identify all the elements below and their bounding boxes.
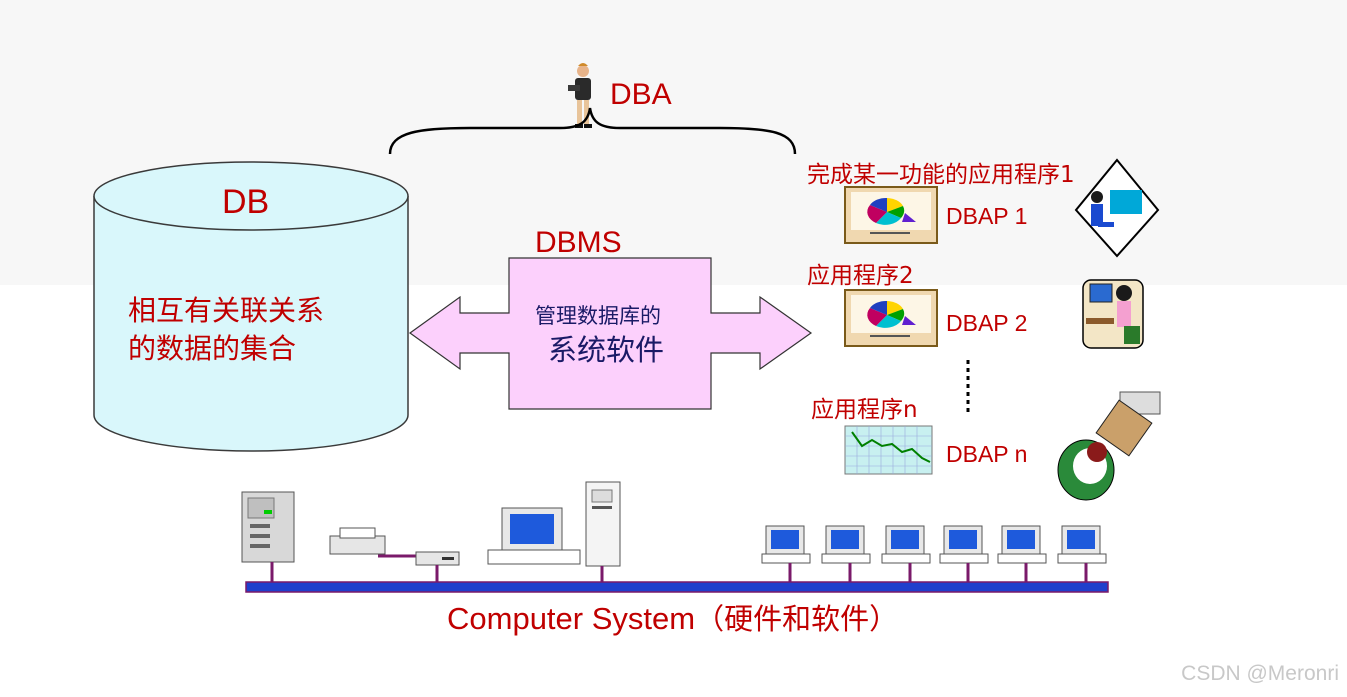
dbms-double-arrow bbox=[408, 257, 813, 410]
client-pc-icon bbox=[939, 525, 989, 564]
workstation-icon bbox=[487, 481, 621, 567]
db-description: 相互有关联关系 的数据的集合 bbox=[128, 292, 324, 368]
client-pc-icon bbox=[761, 525, 811, 564]
watermark: CSDN @Meronri bbox=[1181, 662, 1339, 685]
db-description-line2: 的数据的集合 bbox=[128, 332, 297, 365]
app2-chart-icon bbox=[844, 289, 938, 347]
dbms-description-line1: 管理数据库的 bbox=[535, 304, 661, 328]
db-cylinder bbox=[93, 161, 409, 452]
printer-icon bbox=[329, 527, 416, 558]
client-pc-icon bbox=[821, 525, 871, 564]
db-label: DB bbox=[222, 183, 270, 221]
user-at-workstation-icon bbox=[1074, 158, 1160, 258]
client-pc-icon bbox=[881, 525, 931, 564]
computer-system-label-en: Computer System bbox=[447, 601, 696, 636]
dbap2-label: DBAP 2 bbox=[946, 310, 1028, 336]
dba-person-icon bbox=[568, 63, 592, 128]
app2-caption: 应用程序2 bbox=[807, 263, 914, 289]
client-pc-icon bbox=[1057, 525, 1107, 564]
dbms-label: DBMS bbox=[535, 226, 622, 259]
app1-caption: 完成某一功能的应用程序1 bbox=[807, 162, 1075, 188]
dba-label: DBA bbox=[610, 78, 672, 111]
computer-system-label-zh: （硬件和软件） bbox=[695, 602, 899, 636]
dbms-description-line2: 系统软件 bbox=[548, 333, 665, 367]
dbapn-label: DBAP n bbox=[946, 441, 1028, 467]
appn-linechart-icon bbox=[844, 425, 933, 475]
user-at-desk-icon bbox=[1082, 279, 1144, 349]
dba-brace bbox=[388, 107, 797, 155]
user-with-printer-icon bbox=[1057, 391, 1161, 501]
server-tower-icon bbox=[241, 491, 295, 563]
client-pc-icon bbox=[997, 525, 1047, 564]
network-hub-icon bbox=[415, 551, 460, 566]
computer-system-label: Computer System（硬件和软件） bbox=[447, 596, 898, 638]
network-bus bbox=[245, 581, 1109, 593]
app1-chart-icon bbox=[844, 186, 938, 244]
db-description-line1: 相互有关联关系 bbox=[128, 294, 325, 327]
dbap1-label: DBAP 1 bbox=[946, 203, 1028, 229]
appn-caption: 应用程序n bbox=[811, 397, 918, 423]
